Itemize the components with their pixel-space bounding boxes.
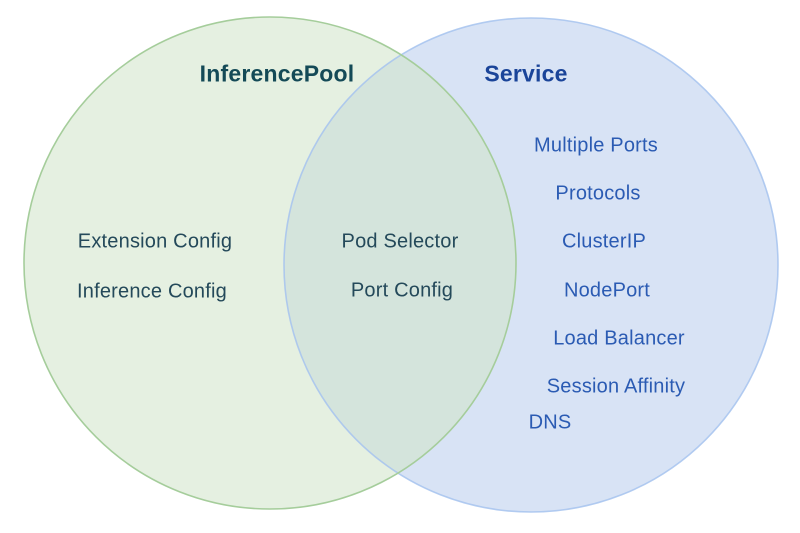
right-set-item: Multiple Ports (534, 134, 658, 157)
right-set-item: DNS (528, 411, 572, 434)
right-set-item: Load Balancer (553, 327, 685, 350)
intersection-region (284, 18, 516, 509)
right-set-item: ClusterIP (561, 230, 647, 253)
intersection-item: Port Config (350, 279, 454, 302)
left-set-item: Inference Config (77, 280, 227, 303)
right-set-item: Session Affinity (546, 375, 686, 398)
left-set-title: InferencePool (199, 60, 355, 87)
intersection-item: Pod Selector (341, 230, 459, 253)
inferencepool-circle-outline (23, 16, 517, 510)
right-set-title: Service (484, 60, 568, 87)
service-circle-outline (283, 17, 779, 513)
left-set-item: Extension Config (77, 230, 233, 253)
right-set-item: Protocols (555, 182, 641, 205)
right-set-item: NodePort (563, 279, 651, 302)
